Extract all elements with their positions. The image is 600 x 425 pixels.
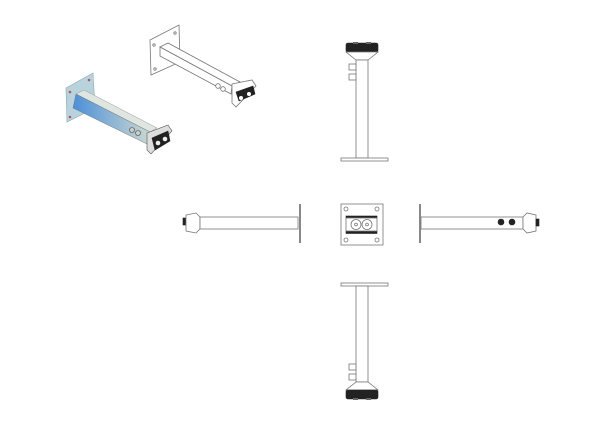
clamp-head [345, 389, 379, 400]
bolt-hole [68, 115, 72, 119]
bottom-view [340, 282, 389, 400]
arm [420, 216, 524, 230]
wall-plate [340, 282, 389, 287]
wall-plate [299, 204, 301, 243]
clamp-head [522, 212, 537, 234]
right-view [419, 204, 540, 243]
arm [159, 46, 233, 95]
top-view [340, 42, 389, 162]
arm [355, 285, 369, 383]
wall-plate [419, 204, 421, 243]
wall-plate [340, 157, 389, 162]
left-view [182, 204, 301, 243]
clamp-head [185, 212, 201, 234]
bolt-hole [68, 90, 72, 94]
clamp-head [345, 42, 379, 53]
bolt-hole [87, 78, 91, 82]
arm [199, 216, 299, 230]
isometric-shaded-view [65, 72, 173, 155]
arm [355, 59, 369, 159]
isometric-outline-view [149, 24, 257, 108]
front-view [340, 203, 384, 246]
